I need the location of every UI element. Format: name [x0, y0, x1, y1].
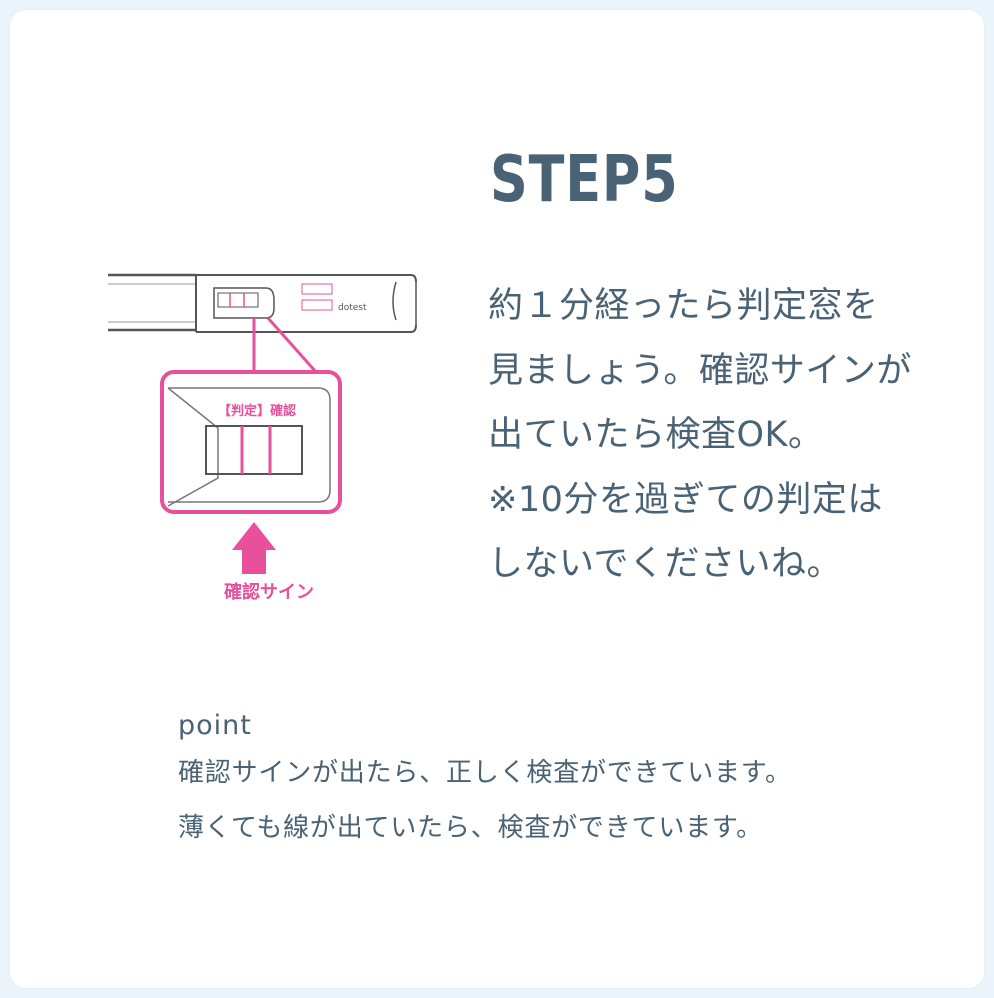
instruction-line: 出ていたら検査OK。 — [488, 415, 824, 455]
step-title: STEP5 — [490, 143, 679, 217]
instruction-line: 約１分経ったら判定窓を — [488, 286, 879, 326]
zoomed-window: 【判定】確認 — [160, 370, 342, 514]
point-line: 薄くても線が出ていたら、検査ができています。 — [178, 813, 763, 843]
confirmation-sign-label: 確認サイン — [224, 581, 314, 603]
instruction-line: しないでくださいね。 — [488, 544, 842, 584]
test-stick-illustration: dotest 【判定】確認 確認サイン — [106, 260, 426, 614]
test-stick: dotest — [108, 273, 417, 373]
point-label: point — [178, 710, 252, 741]
instruction-line: 見ましょう。確認サインが — [488, 350, 912, 391]
confirmation-arrow: 確認サイン — [224, 522, 314, 603]
instruction-text: 約１分経ったら判定窓を 見ましょう。確認サインが 出ていたら検査OK。 ※10分… — [488, 274, 958, 597]
content-card: STEP5 dotest — [10, 10, 984, 988]
zoom-window-label: 【判定】確認 — [218, 403, 296, 419]
brand-mark: dotest — [338, 303, 367, 313]
point-section: point 確認サインが出たら、正しく検査ができています。 薄くても線が出ていた… — [178, 706, 792, 856]
point-line: 確認サインが出たら、正しく検査ができています。 — [178, 758, 792, 788]
instruction-line: ※10分を過ぎての判定は — [488, 479, 883, 520]
